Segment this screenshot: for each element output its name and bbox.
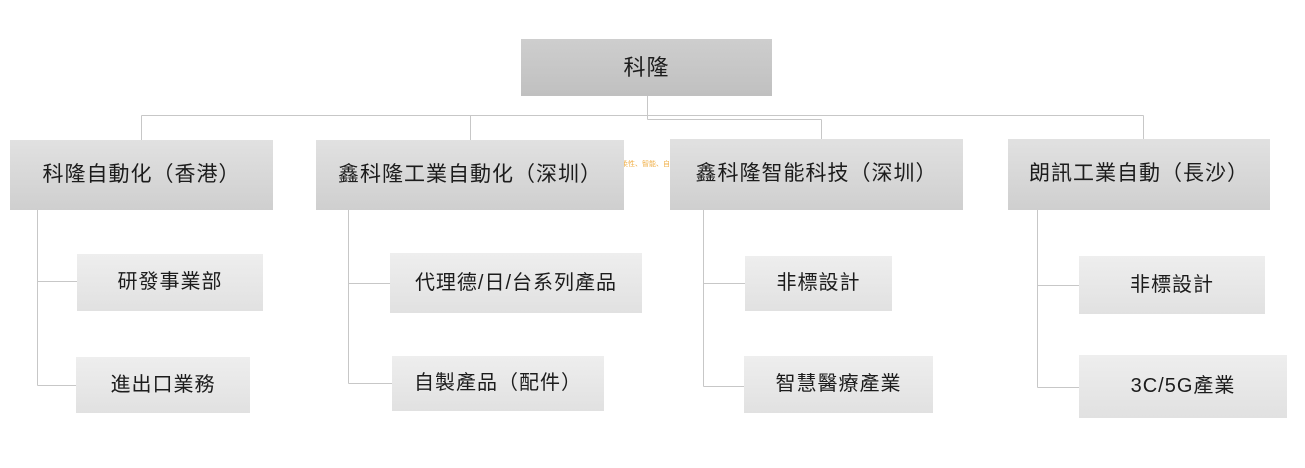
org-node-smart-medical: 智慧醫療產業 (744, 356, 933, 413)
org-node-branch-industrial-sz: 鑫科隆工業自動化（深圳） (316, 140, 624, 210)
org-node-branch-hk: 科隆自動化（香港） (10, 140, 273, 210)
org-node-agency-products: 代理德/日/台系列產品 (390, 253, 642, 313)
org-node-own-products: 自製產品（配件） (392, 356, 604, 411)
org-node-branch-changsha: 朗訊工業自動（長沙） (1008, 139, 1270, 210)
org-node-custom-design-sz: 非標設計 (745, 256, 892, 311)
watermark-text: 柔性、智能、自動化手臂 (621, 161, 683, 168)
org-node-rnd-dept: 研發事業部 (77, 254, 263, 311)
org-node-3c-5g-industry: 3C/5G產業 (1079, 355, 1287, 418)
org-node-root: 科隆 (521, 39, 772, 96)
org-node-branch-smarttech-sz: 鑫科隆智能科技（深圳） (670, 139, 963, 210)
org-node-custom-design-cs: 非標設計 (1079, 256, 1265, 314)
org-node-import-export: 進出口業務 (76, 357, 250, 413)
